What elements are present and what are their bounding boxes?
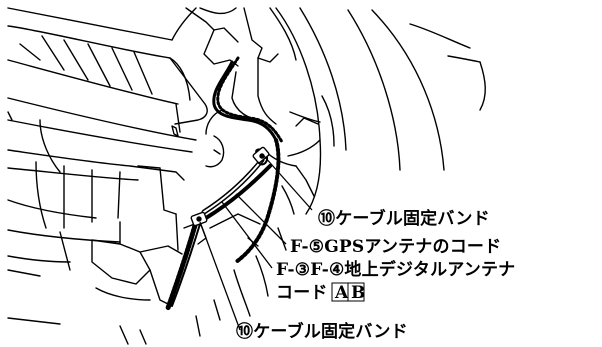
upper-cable [212, 56, 284, 144]
main-cable-bundle [201, 148, 272, 220]
leader-band-upper [263, 155, 313, 211]
leader-digital-cord [221, 201, 273, 269]
label-gps-cord: F-⑤GPSアンテナのコード [290, 237, 501, 257]
leader-band-lower [199, 221, 241, 331]
label-band-lower: ⑩ケーブル固定バンド [236, 321, 408, 342]
label-box-a: A [334, 283, 349, 303]
label-box-b: B [351, 283, 366, 303]
left-cable [165, 219, 201, 311]
leader-gps-cord [235, 193, 287, 245]
box-b-frame [347, 282, 365, 302]
leader-lines [199, 155, 313, 331]
label-digital-cord-line2-text: コード [276, 283, 328, 303]
label-band-upper: ⑩ケーブル固定バンド [318, 208, 490, 229]
cable-band-lower [190, 211, 208, 227]
label-digital-cord-line1: F-③F-④地上デジタルアンテナ [276, 259, 515, 280]
right-cable-dashed [234, 138, 281, 264]
label-digital-cord-line2: コード A B [276, 282, 366, 303]
cable-band-upper [252, 146, 270, 164]
vehicle-body-linework [7, 7, 486, 345]
